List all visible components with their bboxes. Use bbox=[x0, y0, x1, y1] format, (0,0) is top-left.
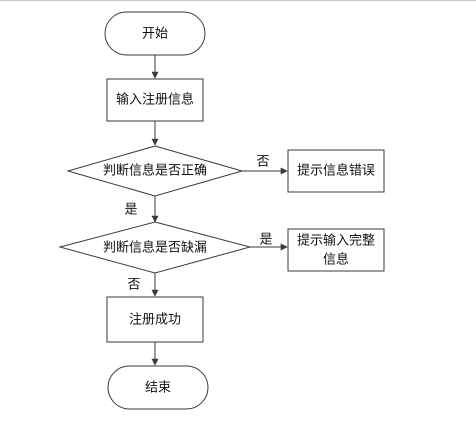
top-border bbox=[0, 0, 476, 1]
end-label: 结束 bbox=[145, 381, 171, 396]
start-node: 开始 bbox=[104, 11, 206, 56]
check-missing-decision: 判断信息是否缺漏 bbox=[58, 221, 252, 274]
check-correct-label: 判断信息是否正确 bbox=[103, 163, 207, 179]
edge-label-correct-no: 否 bbox=[256, 155, 269, 170]
complete-tip-label-line1: 提示输入完整 bbox=[297, 233, 375, 249]
error-tip-label: 提示信息错误 bbox=[297, 163, 375, 179]
register-success-label: 注册成功 bbox=[129, 313, 181, 328]
error-tip-node: 提示信息错误 bbox=[287, 149, 385, 193]
edge-label-correct-yes: 是 bbox=[124, 203, 137, 218]
start-label: 开始 bbox=[142, 27, 168, 42]
input-info-label: 输入注册信息 bbox=[116, 92, 194, 108]
complete-tip-label-line2: 信息 bbox=[323, 252, 349, 268]
edge-label-missing-no: 否 bbox=[127, 278, 140, 293]
check-correct-decision: 判断信息是否正确 bbox=[66, 145, 244, 197]
input-info-node: 输入注册信息 bbox=[106, 78, 204, 122]
edge-label-missing-yes: 是 bbox=[259, 233, 272, 248]
end-node: 结束 bbox=[107, 365, 209, 410]
complete-tip-node: 提示输入完整 信息 bbox=[287, 228, 385, 272]
check-missing-label: 判断信息是否缺漏 bbox=[103, 240, 207, 256]
register-success-node: 注册成功 bbox=[106, 296, 204, 343]
